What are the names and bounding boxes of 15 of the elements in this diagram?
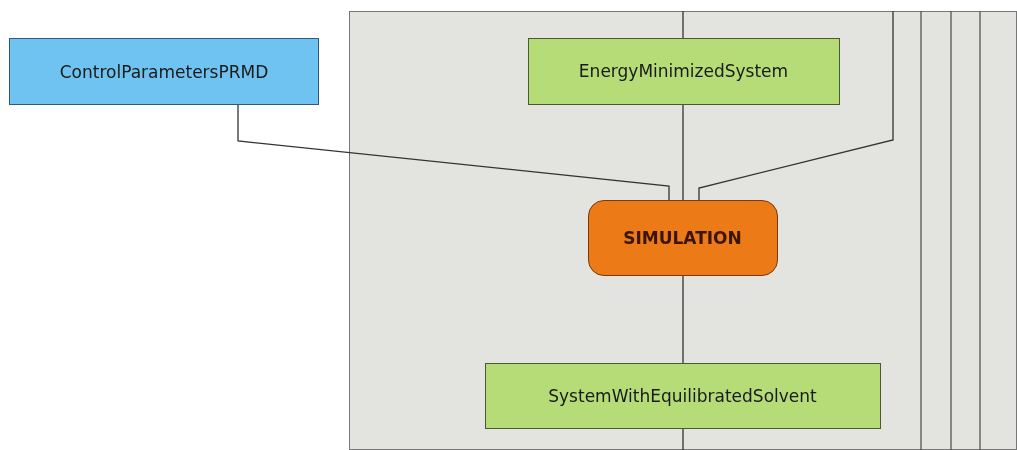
- connector-line: [682, 275, 684, 364]
- node-label: SystemWithEquilibratedSolvent: [548, 385, 817, 406]
- connector-line: [682, 104, 684, 201]
- node-label: SIMULATION: [623, 227, 742, 248]
- panel-background: [349, 11, 1017, 450]
- data-box: [527, 37, 840, 105]
- connector-line: [682, 428, 684, 450]
- node-label: ControlParametersPRMD: [59, 61, 269, 82]
- node-label: EnergyMinimizedSystem: [578, 61, 789, 81]
- connector-line: [237, 104, 670, 201]
- process-box: [587, 199, 778, 276]
- data-box: [9, 38, 319, 105]
- data-box: [484, 362, 881, 429]
- connector-line: [698, 10, 894, 201]
- connector-line: [682, 10, 684, 39]
